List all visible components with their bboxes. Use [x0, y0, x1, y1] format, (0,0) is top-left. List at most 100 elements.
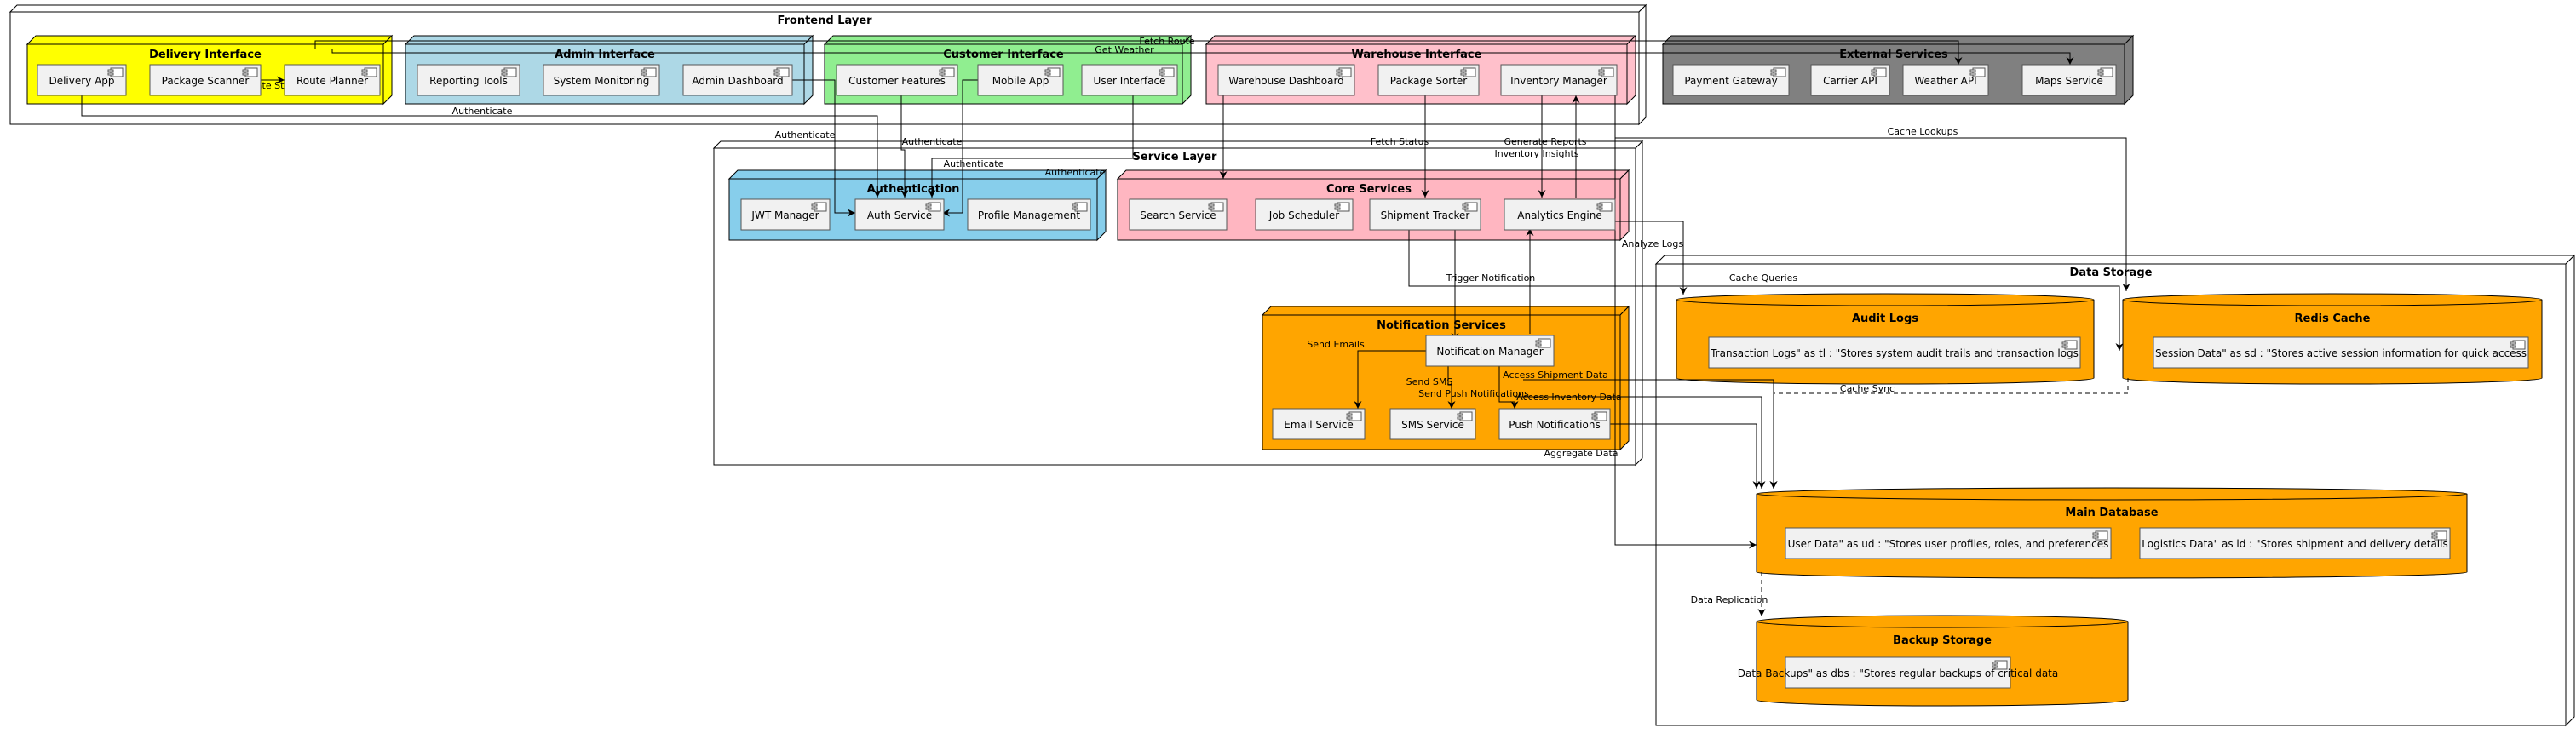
database-title: Redis Cache	[2295, 312, 2371, 325]
component-box[interactable]: Package Sorter	[1377, 64, 1480, 96]
component-icon	[501, 67, 517, 77]
package-title: Core Services	[1326, 183, 1412, 196]
edge-label: Authenticate	[944, 158, 1004, 169]
component-box[interactable]: Session Data" as sd : "Stores active ses…	[2153, 336, 2529, 369]
component-label: Data Backups" as dbs : "Stores regular b…	[1738, 667, 2058, 679]
component-box[interactable]: Route Planner	[284, 64, 381, 96]
component-icon	[1072, 202, 1088, 212]
edge-label: Authenticate	[902, 136, 963, 147]
edge-label: Send SMS	[1406, 376, 1453, 387]
component-label: Search Service	[1140, 209, 1216, 221]
edge-label: Generate Reports	[1504, 136, 1586, 147]
component-box[interactable]: Payment Gateway	[1672, 64, 1790, 96]
component-icon	[1535, 338, 1551, 348]
component-box[interactable]: Delivery App	[37, 64, 127, 96]
component-icon	[242, 67, 258, 77]
package-title: Delivery Interface	[149, 49, 262, 61]
component-label: Carrier API	[1823, 75, 1877, 87]
edge-label: Fetch Status	[1371, 136, 1429, 147]
database-title: Main Database	[2065, 507, 2158, 519]
edge-label: Authenticate	[1045, 167, 1106, 178]
component-label: Route Planner	[296, 75, 368, 87]
component-icon	[1159, 67, 1175, 77]
layer-title: Service Layer	[1133, 151, 1218, 163]
component-label: Push Notifications	[1509, 419, 1600, 431]
component-label: Customer Features	[848, 75, 946, 87]
component-box[interactable]: Mobile App	[977, 64, 1064, 96]
edge-line	[928, 95, 1134, 198]
edge-line	[1408, 230, 2124, 351]
component-icon	[925, 202, 941, 212]
component-label: Mobile App	[992, 75, 1049, 87]
component-label: Delivery App	[49, 75, 114, 87]
edge-label: Send Emails	[1307, 339, 1365, 350]
component-box[interactable]: Logistics Data" as ld : "Stores shipment…	[2139, 527, 2451, 559]
component-box[interactable]: Profile Management	[967, 198, 1091, 231]
component-box[interactable]: Job Scheduler	[1255, 198, 1354, 231]
component-label: User Interface	[1094, 75, 1166, 87]
edge-line	[1769, 378, 2129, 489]
component-label: Reporting Tools	[429, 75, 508, 87]
component-box[interactable]: Auth Service	[854, 198, 945, 231]
component-label: Logistics Data" as ld : "Stores shipment…	[2142, 538, 2447, 550]
edge-label: Access Inventory Data	[1516, 392, 1621, 403]
component-label: Session Data" as sd : "Stores active ses…	[2155, 347, 2527, 359]
edge-label: Data Replication	[1691, 594, 1768, 605]
component-box[interactable]: Transaction Logs" as tl : "Stores system…	[1708, 336, 2081, 369]
component-box[interactable]: SMS Service	[1389, 408, 1476, 440]
component-box[interactable]: Maps Service	[2021, 64, 2117, 96]
component-label: Inventory Manager	[1510, 75, 1607, 87]
component-box[interactable]: Email Service	[1272, 408, 1366, 440]
component-box[interactable]: User Interface	[1081, 64, 1178, 96]
component-icon	[641, 67, 657, 77]
component-box[interactable]: Carrier API	[1810, 64, 1890, 96]
component-box[interactable]: Notification Manager	[1425, 335, 1555, 367]
component-icon	[2510, 340, 2526, 350]
component-icon	[939, 67, 955, 77]
edge-label: Access Shipment Data	[1503, 370, 1608, 381]
edge-label: Cache Sync	[1840, 383, 1895, 394]
component-label: Auth Service	[867, 209, 932, 221]
component-box[interactable]: Warehouse Dashboard	[1217, 64, 1355, 96]
component-box[interactable]: Reporting Tools	[417, 64, 520, 96]
component-icon	[1457, 411, 1473, 421]
component-icon	[1460, 67, 1476, 77]
component-box[interactable]: JWT Manager	[740, 198, 831, 231]
component-box[interactable]: User Data" as ud : "Stores user profiles…	[1785, 527, 2112, 559]
component-box[interactable]: Admin Dashboard	[682, 64, 793, 96]
edge-label: Trigger Notification	[1446, 272, 1536, 284]
component-box[interactable]: Analytics Engine	[1504, 198, 1616, 231]
edge-label: Aggregate Data	[1544, 448, 1618, 459]
component-label: User Data" as ud : "Stores user profiles…	[1788, 538, 2109, 550]
edge-line	[1447, 366, 1456, 409]
component-icon	[1591, 411, 1607, 421]
component-box[interactable]: Inventory Manager	[1500, 64, 1618, 96]
component-label: Package Scanner	[162, 75, 250, 87]
component-box[interactable]: Data Backups" as dbs : "Stores regular b…	[1738, 656, 2058, 689]
component-label: SMS Service	[1401, 419, 1464, 431]
component-label: Package Sorter	[1390, 75, 1468, 87]
package-title: External Services	[1839, 49, 1948, 61]
component-label: Payment Gateway	[1684, 75, 1777, 87]
component-box[interactable]: Package Scanner	[149, 64, 262, 96]
edge-line	[331, 49, 2074, 65]
component-box[interactable]: Customer Features	[836, 64, 958, 96]
component-icon	[1044, 67, 1061, 77]
layer-title: Frontend Layer	[777, 14, 872, 27]
edge-label: Get Weather	[1095, 44, 1154, 55]
component-box[interactable]: Push Notifications	[1498, 408, 1611, 440]
component-box[interactable]: Weather API	[1902, 64, 1989, 96]
package-title: Customer Interface	[943, 49, 1064, 61]
component-label: Weather API	[1914, 75, 1976, 87]
edge-line	[314, 40, 1963, 65]
component-box[interactable]: Shipment Tracker	[1369, 198, 1481, 231]
component-box[interactable]: System Monitoring	[543, 64, 660, 96]
component-icon	[1336, 67, 1352, 77]
edge-label: Authenticate	[775, 129, 836, 140]
edge-line	[1523, 379, 1778, 489]
component-icon	[773, 67, 790, 77]
component-icon	[1462, 202, 1478, 212]
component-box[interactable]: Search Service	[1129, 198, 1228, 231]
component-icon	[1334, 202, 1350, 212]
